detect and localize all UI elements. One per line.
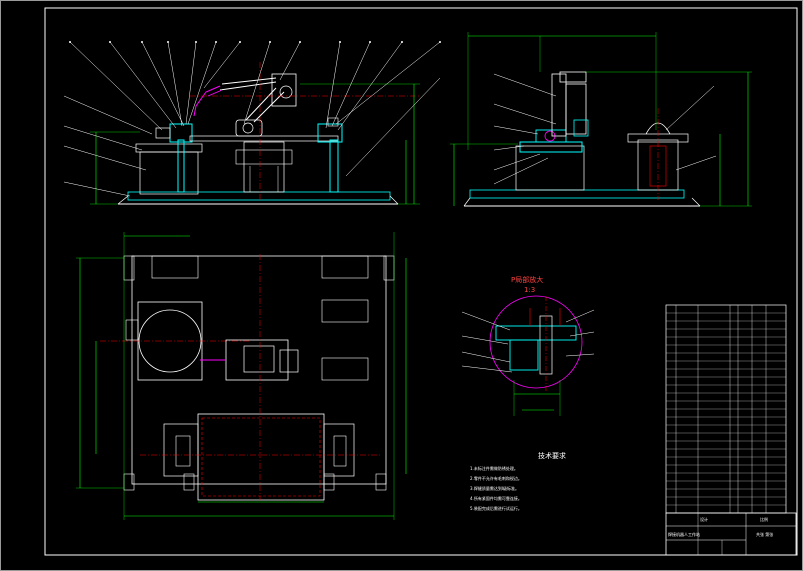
title-block-designer: 设计	[700, 516, 708, 522]
tech-req-item-3: 3.焊缝质量需达到I级标准。	[470, 485, 519, 491]
tech-req-heading: 技术要求	[538, 451, 566, 460]
detail-scale: 1:3	[524, 286, 535, 294]
plan-view	[76, 232, 407, 520]
tech-req-item-1: 1.未标注件需做防锈处理。	[470, 465, 518, 471]
inner-frame	[44, 7, 798, 556]
tech-req-item-5: 5.装配完成后需进行试运行。	[470, 505, 522, 511]
title-block	[665, 512, 797, 556]
title-block-drawing-name: 焊接机器人工作站	[668, 531, 700, 537]
side-view	[450, 32, 752, 207]
tech-req-item-4: 4.所有紧固件均需可靠连接。	[470, 495, 522, 501]
detail-view: P局部放大 1:3	[461, 275, 595, 416]
front-view	[63, 41, 441, 205]
detail-title: P局部放大	[511, 275, 543, 284]
tech-req-item-2: 2.零件不允许有毛刺和锐边。	[470, 475, 522, 481]
title-block-sheet: 共张 第张	[756, 531, 773, 537]
technical-requirements: 技术要求 1.未标注件需做防锈处理。 2.零件不允许有毛刺和锐边。 3.焊缝质量…	[470, 451, 566, 511]
parts-list-rows	[666, 312, 786, 506]
title-block-scale: 比例	[760, 516, 768, 522]
